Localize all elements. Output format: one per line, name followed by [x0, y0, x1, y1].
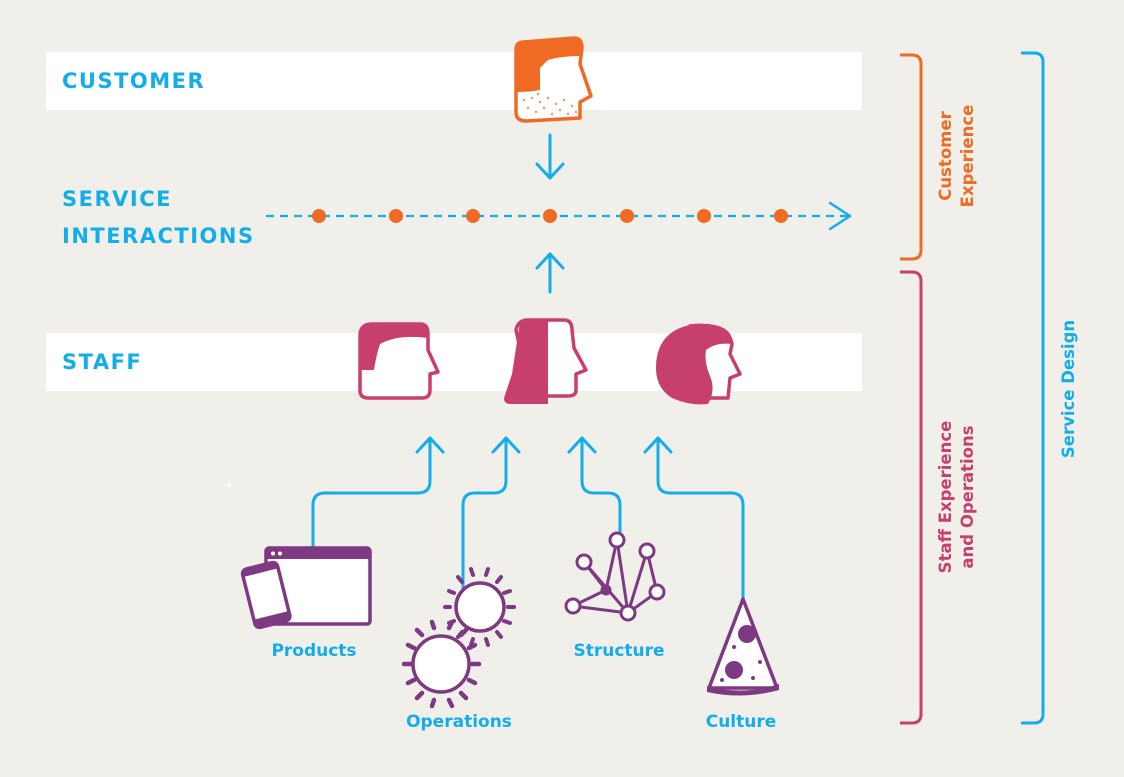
staff-experience-line1: Staff Experience: [936, 420, 955, 574]
customer-band: [46, 52, 862, 110]
structure-label: Structure: [573, 641, 665, 661]
customer-label: CUSTOMER: [62, 69, 206, 93]
down-arrow: [535, 133, 565, 180]
interaction-point: [389, 209, 403, 223]
staff-head-short-hair-icon: [358, 322, 440, 400]
interaction-point: [543, 209, 557, 223]
service-interactions-label-line2: INTERACTIONS: [62, 224, 255, 248]
stray-dot: [227, 483, 231, 487]
customer-experience-line1: Customer: [936, 111, 955, 201]
staff-experience-bracket: [900, 270, 923, 725]
gears-icon: [401, 567, 516, 709]
service-design-bracket: [1021, 51, 1045, 725]
interaction-point: [697, 209, 711, 223]
interaction-point: [312, 209, 326, 223]
staff-head-long-hair-icon: [504, 318, 588, 404]
network-icon: [564, 531, 666, 622]
customer-experience-line2: Experience: [958, 104, 977, 208]
staff-experience-line2: and Operations: [958, 425, 977, 569]
customer-head-icon: [514, 36, 593, 123]
devices-icon: [240, 546, 372, 630]
service-design-label: Service Design: [1059, 319, 1078, 459]
interaction-point: [466, 209, 480, 223]
products-label: Products: [271, 641, 357, 661]
staff-label: STAFF: [62, 350, 143, 374]
up-arrow: [535, 252, 565, 294]
service-interactions-label-line1: SERVICE: [62, 187, 172, 211]
interaction-point: [774, 209, 788, 223]
customer-experience-bracket: [900, 53, 923, 261]
service-interactions-timeline: [266, 201, 852, 231]
operations-label: Operations: [406, 712, 512, 732]
staff-experience-label: Staff Experience and Operations: [935, 421, 979, 574]
source-connectors: [311, 436, 745, 600]
culture-label: Culture: [705, 712, 777, 732]
staff-head-round-hair-icon: [656, 323, 742, 405]
pizza-slice-icon: [707, 597, 779, 696]
interaction-point: [620, 209, 634, 223]
customer-experience-label: Customer Experience: [935, 105, 979, 208]
